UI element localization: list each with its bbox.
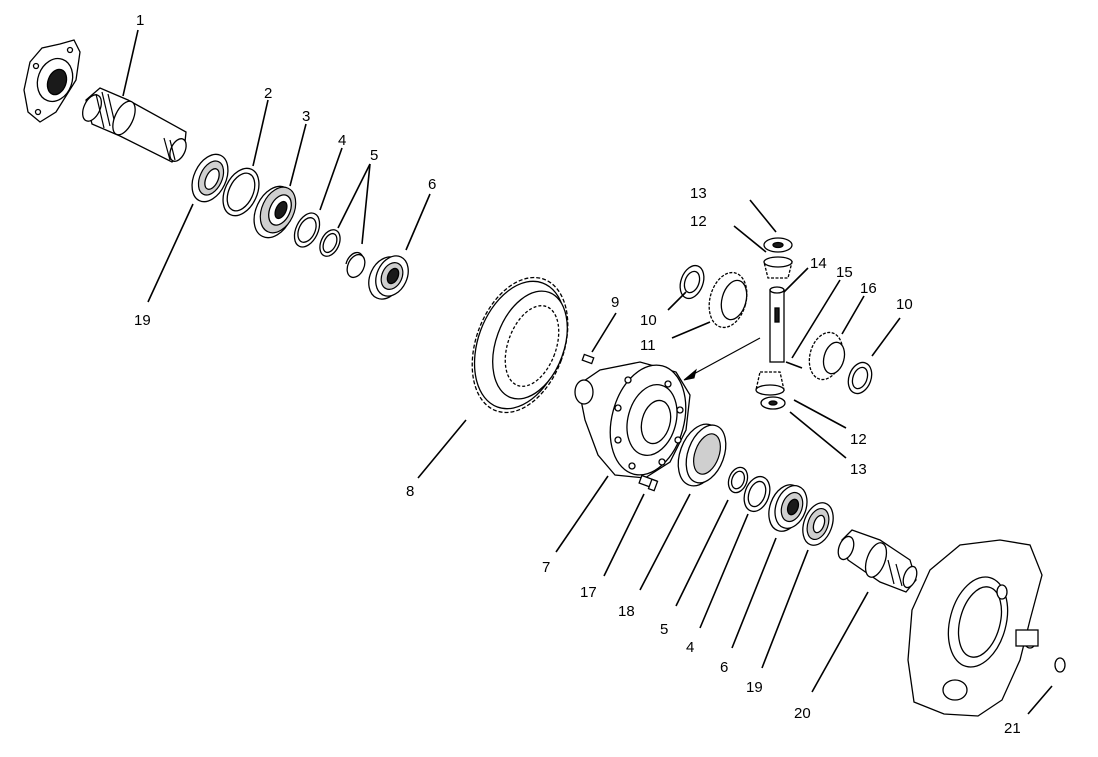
label-20: 20: [794, 705, 811, 722]
part-7-differential-case: [574, 353, 691, 479]
label-11: 11: [640, 337, 656, 354]
part-3-bearing: [253, 185, 297, 239]
part-4-ring-top: [293, 212, 321, 248]
part-1-flange-shaft: [23, 39, 187, 163]
label-5-bottom: 5: [660, 621, 668, 638]
part-13-washer-bottom: [760, 396, 786, 410]
assembly-arrow: [683, 337, 761, 381]
part-4-ring-bottom: [743, 475, 771, 513]
label-13-top: 13: [690, 185, 707, 202]
part-6-bearing-bottom: [768, 484, 808, 532]
part-20-shaft: [837, 529, 918, 593]
label-17: 17: [580, 584, 597, 601]
label-19-bottom: 19: [746, 679, 763, 696]
part-12-pinion-top: [763, 256, 793, 279]
part-19-seal-bottom: [802, 502, 834, 546]
part-19-seal-top: [191, 153, 229, 203]
label-6-bottom: 6: [720, 659, 728, 676]
part-5-snap-rings-top: [319, 229, 366, 279]
label-10-right: 10: [896, 296, 913, 313]
label-5: 5: [370, 147, 378, 164]
part-number-labels: 1 2 3 4 5 6 19 13 12 14 15 16 10 9 10 11…: [134, 12, 1021, 737]
label-12-bottom: 12: [850, 431, 867, 448]
label-7: 7: [542, 559, 550, 576]
label-3: 3: [302, 108, 310, 125]
label-4: 4: [338, 132, 346, 149]
part-12-pinion-bottom: [755, 371, 785, 396]
leader-lines: [122, 29, 1053, 715]
part-10-washer-left: [679, 264, 705, 300]
label-6: 6: [428, 176, 436, 193]
label-9: 9: [611, 294, 619, 311]
label-14: 14: [810, 255, 827, 272]
part-11-side-gear: [708, 271, 748, 329]
label-18: 18: [618, 603, 635, 620]
part-10-washer-right: [847, 361, 873, 395]
part-21-housing: [907, 539, 1066, 717]
label-1: 1: [136, 12, 144, 29]
part-14-pin: [769, 286, 785, 363]
label-10-left: 10: [640, 312, 657, 329]
label-19-top: 19: [134, 312, 151, 329]
label-12-top: 12: [690, 213, 707, 230]
label-15: 15: [836, 264, 853, 281]
part-6-bearing-top: [368, 255, 409, 300]
part-15-pin: [785, 361, 803, 369]
label-13-bottom: 13: [850, 461, 867, 478]
label-4-bottom: 4: [686, 639, 694, 656]
part-18-bearing: [677, 423, 727, 487]
part-8-ring-gear: [471, 276, 569, 414]
part-5-snap-ring-bottom: [727, 466, 749, 494]
part-17-bolt: [638, 474, 659, 492]
label-16: 16: [860, 280, 877, 297]
part-2-shim: [222, 167, 260, 217]
label-8: 8: [406, 483, 414, 500]
part-13-washer-top: [763, 237, 793, 253]
part-16-side-gear: [808, 331, 846, 381]
label-21: 21: [1004, 720, 1021, 737]
label-2: 2: [264, 85, 272, 102]
